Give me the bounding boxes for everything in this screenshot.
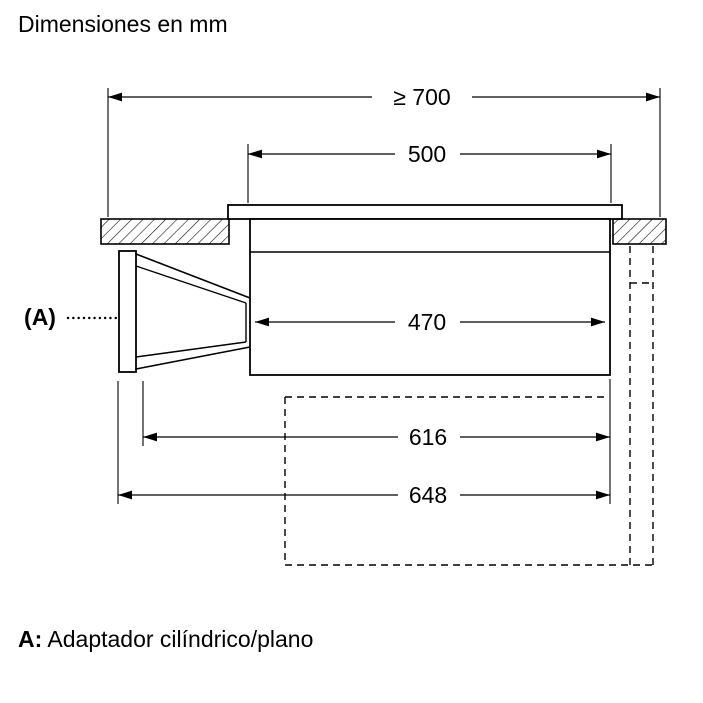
arrowhead-left [248,149,262,159]
page-title: Dimensiones en mm [18,11,228,37]
arrowhead-left [143,432,157,442]
arrowhead-right [596,490,610,500]
dim-depth-616 [142,379,611,504]
dim-body-width [255,317,605,327]
footnote-key: A: [18,626,43,652]
adapter-cone-bottom-outer [135,346,251,370]
adapter-flange [118,250,137,373]
dim-total-width-label: ≥ 700 [393,84,450,110]
dim-body-width-label: 470 [408,309,446,335]
dim-depth-648 [117,381,610,504]
arrowhead-left [255,317,269,327]
arrowhead-right [597,149,611,159]
cooktop-plate [227,204,623,220]
adapter-assembly [118,250,251,373]
arrowhead-left [108,92,122,102]
marker-a-label: (A) [24,304,56,330]
adapter-cone-top-outer [135,253,251,299]
arrowhead-right [596,432,610,442]
arrowhead-right [591,317,605,327]
dim-depth-616-label: 616 [409,424,447,450]
dim-total-width [107,88,661,217]
dim-glass-width-label: 500 [408,141,446,167]
arrowhead-left [118,490,132,500]
adapter-cone-bottom-inner [135,341,247,358]
arrowhead-right [646,92,660,102]
countertop-right-hatch [612,218,667,245]
countertop-left-hatch [100,218,230,245]
dim-glass-width [247,144,612,203]
adapter-cone-top-inner [135,265,247,304]
footnote-text: Adaptador cilíndrico/plano [47,626,314,652]
footnote: A: Adaptador cilíndrico/plano [18,626,313,653]
clearance-dashed-outline [284,246,654,566]
dim-depth-648-label: 648 [409,482,447,508]
appliance-body [249,218,611,376]
